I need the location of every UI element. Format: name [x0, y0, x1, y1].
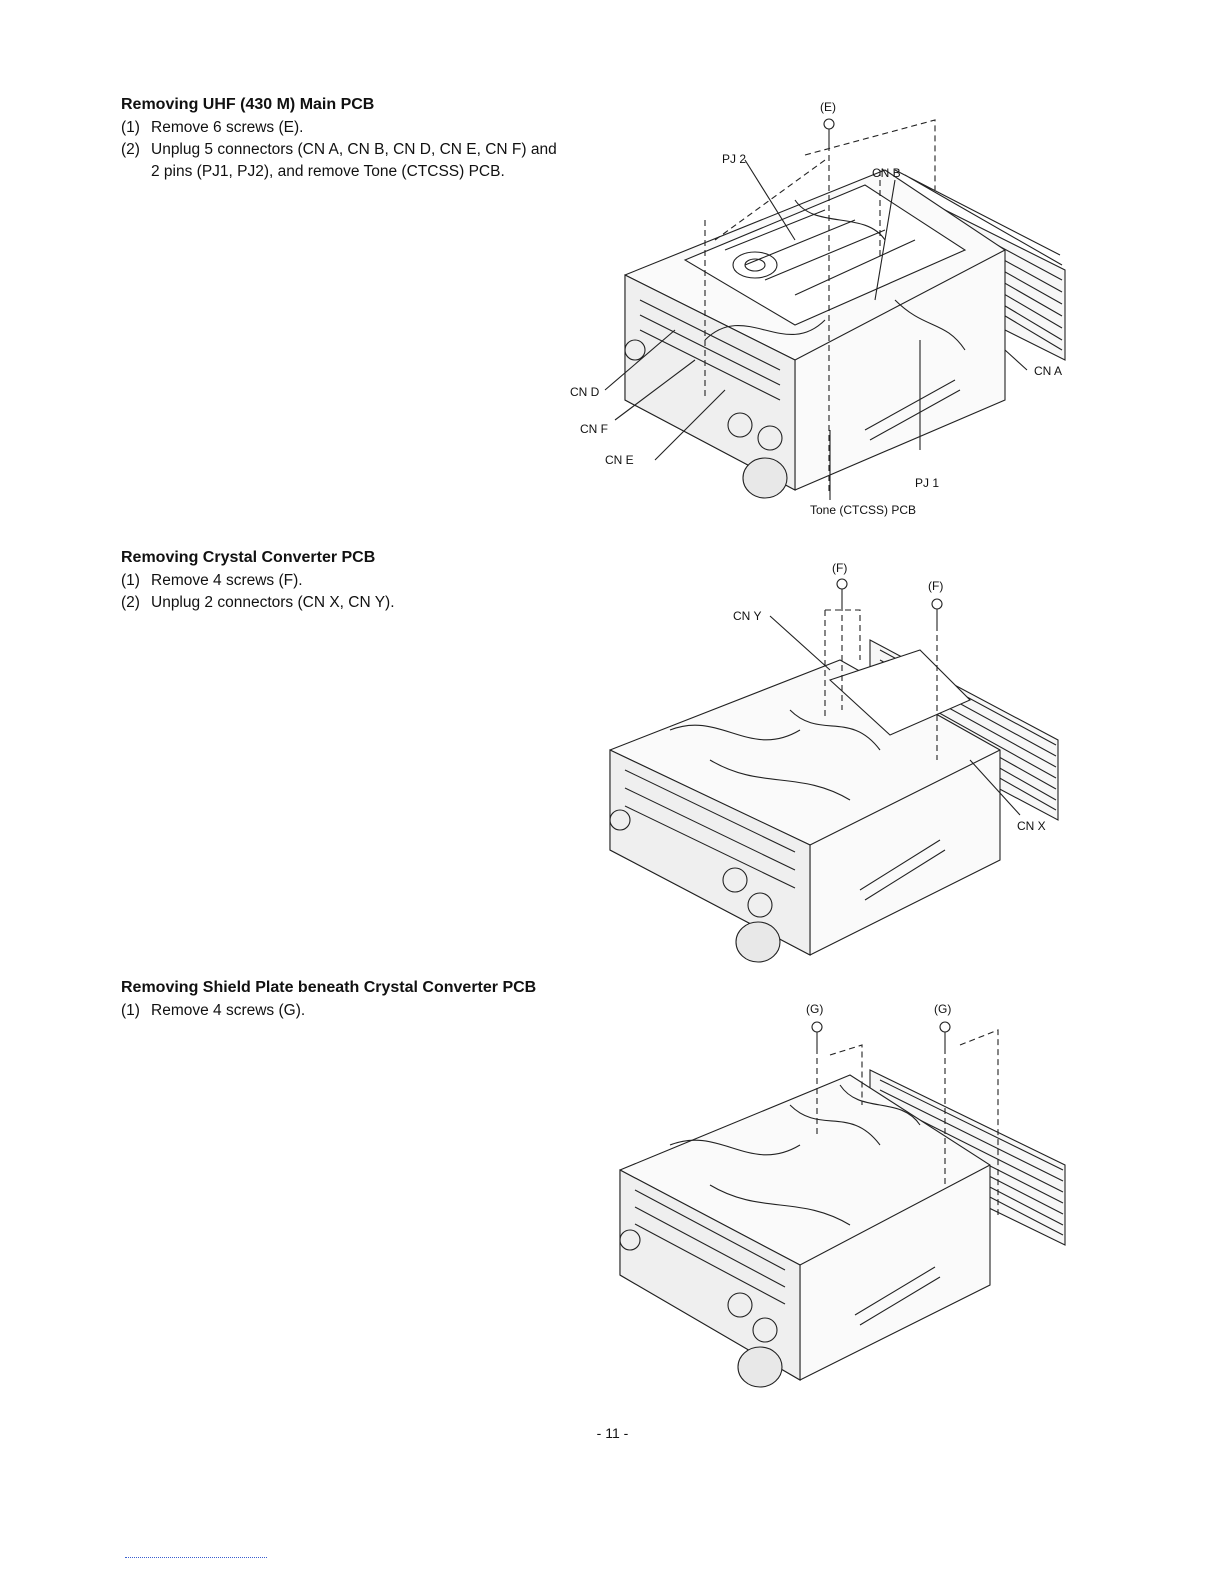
page-number: - 11 - — [596, 1425, 629, 1441]
section-heading: Removing Crystal Converter PCB — [121, 549, 376, 566]
step-number: (1) — [121, 1002, 140, 1019]
step-item: (1) Remove 4 screws (F). — [121, 570, 561, 592]
step-number: (1) — [121, 119, 140, 136]
label-tone-pcb: Tone (CTCSS) PCB — [810, 503, 916, 517]
section-crystal-converter-pcb: Removing Crystal Converter PCB (1) Remov… — [121, 547, 561, 614]
label-pj1: PJ 1 — [915, 476, 939, 490]
step-number: (2) — [121, 594, 140, 611]
label-cnx: CN X — [1017, 819, 1046, 833]
label-screw-f-right: (F) — [928, 579, 943, 593]
section-heading: Removing UHF (430 M) Main PCB — [121, 96, 375, 113]
label-cna: CN A — [1034, 364, 1062, 378]
step-list: (1) Remove 4 screws (F). (2) Unplug 2 co… — [121, 570, 561, 614]
label-screw-g-left: (G) — [806, 1002, 823, 1016]
step-number: (1) — [121, 572, 140, 589]
step-number: (2) — [121, 141, 140, 158]
label-cnf: CN F — [580, 422, 608, 436]
exploded-diagram: (G) (G) — [619, 1002, 1066, 1388]
step-item: (1) Remove 6 screws (E). — [121, 117, 561, 139]
label-screw-g-right: (G) — [934, 1002, 951, 1016]
step-text: Unplug 5 connectors (CN A, CN B, CN D, C… — [151, 141, 557, 180]
section-shield-plate: Removing Shield Plate beneath Crystal Co… — [121, 977, 561, 1022]
label-pj2: PJ 2 — [722, 152, 746, 166]
step-list: (1) Remove 6 screws (E). (2) Unplug 5 co… — [121, 117, 561, 183]
scan-edge-line — [125, 1557, 267, 1558]
step-text: Remove 4 screws (G). — [151, 1002, 306, 1019]
label-cnb: CN B — [872, 166, 901, 180]
section-uhf-main-pcb: Removing UHF (430 M) Main PCB (1) Remove… — [121, 94, 561, 183]
figure-uhf-main-pcb: (E) PJ 2 CN B CN A CN D CN F CN E PJ 1 T… — [565, 100, 1075, 525]
label-screw-f-left: (F) — [832, 561, 847, 575]
step-list: (1) Remove 4 screws (G). — [121, 1000, 561, 1022]
step-item: (2) Unplug 2 connectors (CN X, CN Y). — [121, 592, 561, 614]
label-screw-e: (E) — [820, 100, 836, 114]
step-item: (1) Remove 4 screws (G). — [121, 1000, 561, 1022]
label-cny: CN Y — [733, 609, 761, 623]
step-text: Remove 6 screws (E). — [151, 119, 304, 136]
exploded-diagram: (E) PJ 2 CN B CN A CN D CN F CN E PJ 1 T… — [570, 100, 1066, 517]
exploded-diagram: (F) (F) CN Y CN X — [609, 561, 1059, 963]
section-heading: Removing Shield Plate beneath Crystal Co… — [121, 979, 537, 996]
figure-shield-plate: (G) (G) — [600, 995, 1075, 1390]
figure-crystal-converter-pcb: (F) (F) CN Y CN X — [590, 560, 1070, 965]
label-cne: CN E — [605, 453, 634, 467]
step-text: Unplug 2 connectors (CN X, CN Y). — [151, 594, 395, 611]
label-cnd: CN D — [570, 385, 600, 399]
step-item: (2) Unplug 5 connectors (CN A, CN B, CN … — [121, 139, 561, 183]
step-text: Remove 4 screws (F). — [151, 572, 303, 589]
